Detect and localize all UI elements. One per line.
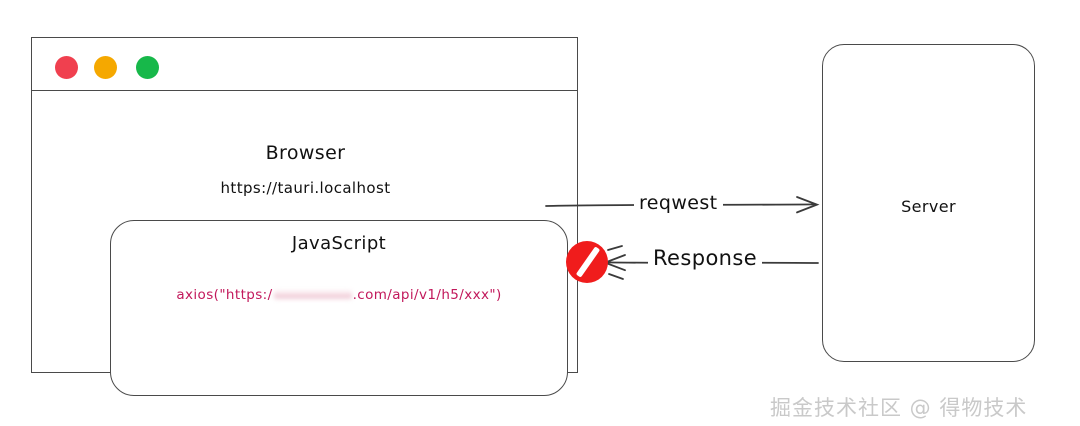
server-box: Server (822, 44, 1035, 362)
server-label: Server (901, 197, 956, 216)
axios-code-line: axios("https:/ .com/api/v1/h5/xxx") (111, 287, 567, 303)
browser-url-label: https://tauri.localhost (220, 179, 391, 197)
axios-code-suffix: .com/api/v1/h5/xxx") (352, 287, 502, 303)
blocked-spark-lower (608, 273, 624, 280)
traffic-light-close-icon[interactable] (55, 56, 78, 79)
response-arrow-head (602, 254, 626, 272)
traffic-light-maximize-icon[interactable] (136, 56, 159, 79)
response-arrow-label: Response (648, 246, 763, 270)
blocked-spark-upper (607, 245, 623, 251)
axios-code-prefix: axios("https:/ (176, 287, 273, 303)
request-arrow-label: reqwest (634, 192, 723, 214)
browser-window-label: Browser (265, 142, 346, 164)
javascript-panel: JavaScript axios("https:/ .com/api/v1/h5/… (110, 220, 568, 396)
blocked-icon (566, 241, 608, 283)
watermark-text: 掘金技术社区 @ 得物技术 (770, 396, 1028, 420)
request-arrow-head (796, 196, 820, 214)
javascript-panel-label: JavaScript (291, 233, 387, 254)
browser-window: Browser https://tauri.localhost JavaScri… (31, 37, 578, 396)
browser-titlebar (32, 38, 577, 91)
redacted-domain-blur (273, 289, 352, 300)
traffic-light-minimize-icon[interactable] (94, 56, 117, 79)
